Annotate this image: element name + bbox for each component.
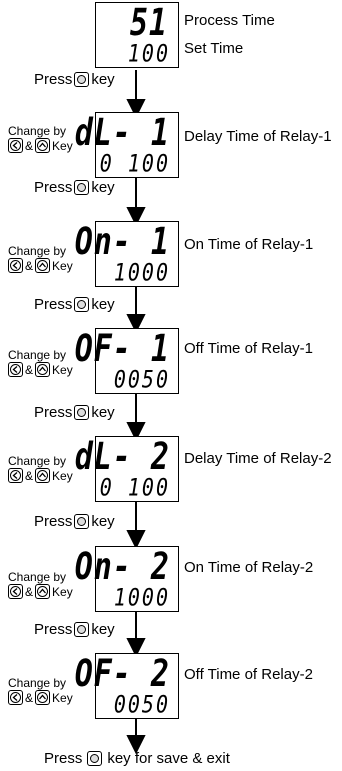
up-arrow-key-icon [35,258,51,274]
display-top-value: On- 2 [74,545,170,589]
display-bottom-value: 1000 [113,257,170,287]
left-arrow-key-icon [8,468,23,484]
enter-key-icon [74,622,90,637]
enter-key-icon [87,751,103,766]
press-key-instruction: Press key [34,296,115,313]
display-top-value: dL- 2 [74,435,170,479]
set-time-label: Set Time [184,40,244,57]
enter-key-icon [74,72,90,87]
left-arrow-key-icon [8,362,23,378]
change-by-instruction: Change by & Key [8,570,73,600]
change-by-instruction: Change by & Key [8,348,73,378]
display-bottom-value: 0050 [113,689,170,719]
up-arrow-key-icon [35,362,51,378]
left-arrow-key-icon [8,138,23,154]
delay-time-relay-1-label: Delay Time of Relay-1 [184,128,332,145]
enter-key-icon [74,514,90,529]
press-key-instruction: Press key [34,513,115,530]
process-time-label: Process Time [184,12,275,29]
change-by-instruction: Change by & Key [8,676,73,706]
display-bottom-value: 1000 [113,582,170,612]
press-key-instruction: Press key [34,179,115,196]
enter-key-icon [74,405,90,420]
arrow-3 [126,314,146,334]
enter-key-icon [74,297,90,312]
display-off-relay-2: OF- 2 0050 [75,653,179,719]
display-delay-relay-1: dL- 1 0 100 [75,112,179,178]
on-time-relay-2-label: On Time of Relay-2 [184,559,314,576]
change-by-instruction: Change by & Key [8,454,73,484]
display-top-value: OF- 1 [74,327,170,371]
enter-key-icon [74,180,90,195]
press-key-instruction: Press key [34,71,115,88]
display-on-relay-2: On- 2 1000 [75,546,179,612]
arrow-6 [126,638,146,658]
display-on-relay-1: On- 1 1000 [75,221,179,287]
up-arrow-key-icon [35,468,51,484]
display-top-value: On- 1 [74,220,170,264]
off-time-relay-1-label: Off Time of Relay-1 [184,340,313,357]
display-top-value: 51 [129,1,168,45]
press-key-instruction: Press key [34,621,115,638]
display-off-relay-1: OF- 1 0050 [75,328,179,394]
up-arrow-key-icon [35,690,51,706]
left-arrow-key-icon [8,258,23,274]
left-arrow-key-icon [8,584,23,600]
display-bottom-value: 0050 [113,364,170,394]
save-exit-instruction: Press key for save & exit [44,750,230,767]
arrow-1 [126,99,146,119]
change-by-instruction: Change by & Key [8,124,73,154]
display-top-value: OF- 2 [74,652,170,696]
display-bottom-value: 0 100 [99,148,170,178]
display-delay-relay-2: dL- 2 0 100 [75,436,179,502]
arrow-4 [126,422,146,442]
arrow-5 [126,530,146,550]
left-arrow-key-icon [8,690,23,706]
arrow-2 [126,207,146,227]
up-arrow-key-icon [35,584,51,600]
arrow-7 [126,735,146,755]
press-key-instruction: Press key [34,404,115,421]
display-bottom-value: 100 [127,38,170,68]
display-bottom-value: 0 100 [99,472,170,502]
display-process-time: 51 100 [95,2,179,68]
up-arrow-key-icon [35,138,51,154]
delay-time-relay-2-label: Delay Time of Relay-2 [184,450,332,467]
off-time-relay-2-label: Off Time of Relay-2 [184,666,313,683]
change-by-instruction: Change by & Key [8,244,73,274]
display-top-value: dL- 1 [74,111,170,155]
on-time-relay-1-label: On Time of Relay-1 [184,236,314,253]
